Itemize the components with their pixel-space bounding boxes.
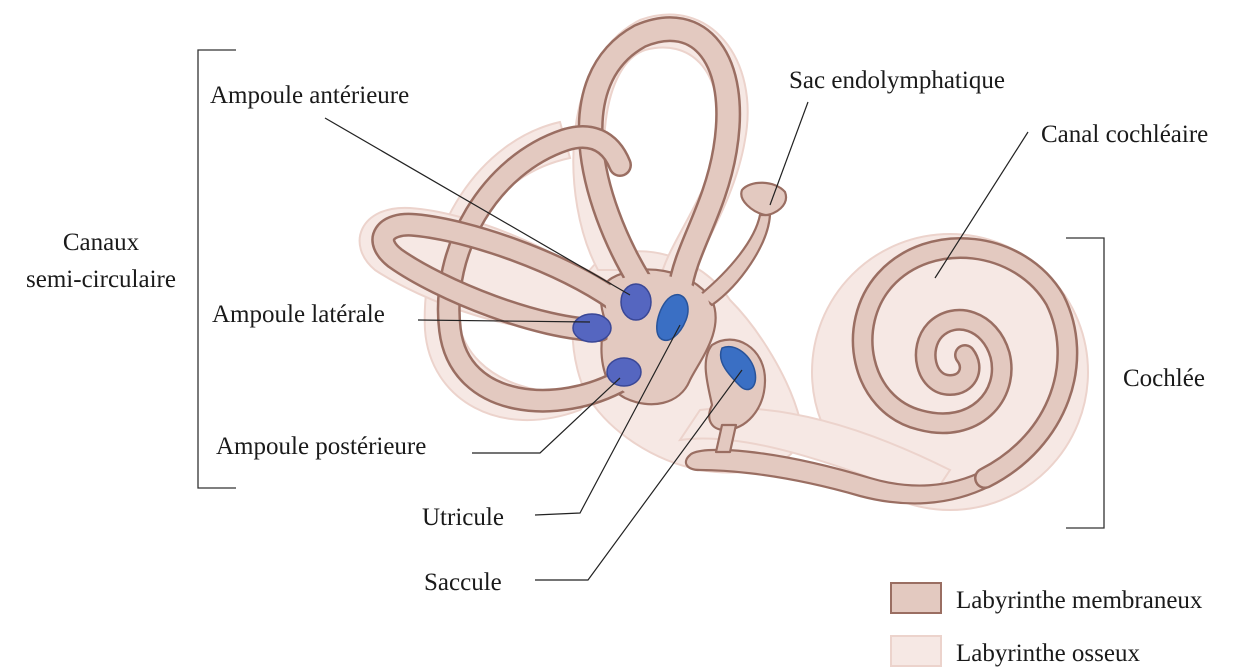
label-semi-circulaire: semi-circulaire	[26, 266, 176, 293]
label-ampoule-laterale: Ampoule latérale	[212, 301, 385, 328]
label-utricule: Utricule	[422, 504, 504, 531]
label-canaux: Canaux	[63, 229, 140, 256]
ampulla-posterior	[607, 358, 641, 386]
label-canal-cochleaire: Canal cochléaire	[1041, 121, 1208, 148]
label-sac-endolymphatique: Sac endolymphatique	[789, 67, 1005, 94]
legend-label-membranous: Labyrinthe membraneux	[956, 587, 1203, 614]
legend-swatch-membranous	[891, 583, 941, 613]
legend-label-bony: Labyrinthe osseux	[956, 640, 1140, 667]
ampulla-anterior	[621, 284, 651, 320]
label-ampoule-posterieure: Ampoule postérieure	[216, 433, 426, 460]
legend-swatch-bony	[891, 636, 941, 666]
ampulla-lateral	[573, 314, 611, 342]
label-ampoule-anterieure: Ampoule antérieure	[210, 82, 409, 109]
label-cochlee: Cochlée	[1123, 365, 1205, 392]
legend: Labyrinthe membraneux Labyrinthe osseux	[891, 583, 1203, 667]
label-saccule: Saccule	[424, 569, 502, 596]
bracket-canaux	[198, 50, 236, 488]
